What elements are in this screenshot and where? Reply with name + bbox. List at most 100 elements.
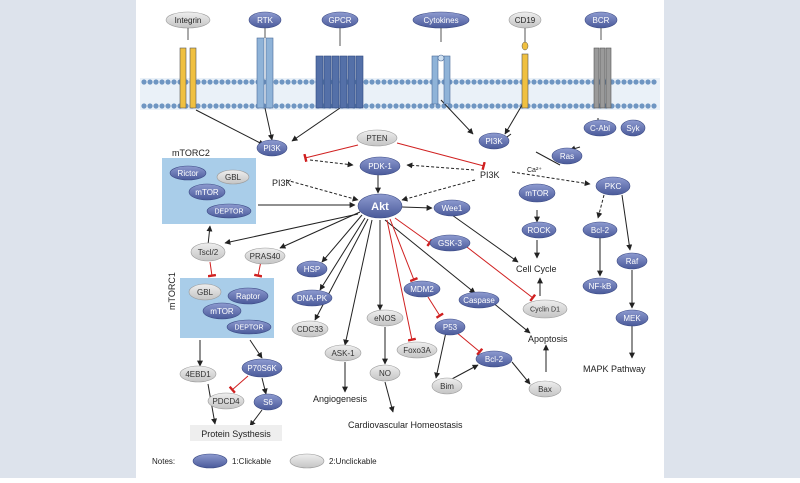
nfkb-node-label: NF-kB [589, 282, 612, 291]
mek-node-label: MEK [623, 314, 641, 323]
mek-node-shape [615, 309, 649, 327]
mtor-right-node-shape [518, 183, 556, 203]
s6-node[interactable]: S6 [253, 393, 283, 411]
pras40-node-label: PRAS40 [250, 252, 281, 261]
gsk3-node[interactable]: GSK-3 [429, 234, 471, 252]
p70s6k-node-label: P70S6K [247, 364, 277, 373]
bcr-receptor[interactable]: BCR [584, 11, 618, 109]
akt-node[interactable]: Akt [357, 193, 403, 219]
dna-pk-node-label: DNA-PK [297, 294, 328, 303]
cell-cycle-label: Cell Cycle [516, 264, 557, 274]
p53-node-shape [434, 318, 466, 336]
mtorc2-gbl-node: GBL [216, 169, 250, 185]
hsp-node[interactable]: HSP [296, 260, 328, 278]
mek-node[interactable]: MEK [615, 309, 649, 327]
mtorc2-mtor-node-shape [188, 183, 226, 201]
bim-node-label: Bim [440, 382, 454, 391]
pi3k-right-node[interactable]: PI3K [478, 132, 510, 150]
dna-pk-node[interactable]: DNA-PK [291, 289, 333, 307]
ras-node[interactable]: Ras [551, 147, 583, 165]
mapk-pathway-label: MAPK Pathway [583, 364, 646, 374]
foxo3a-node: Foxo3A [396, 341, 438, 359]
mtorc2-gbl-node-label: GBL [225, 173, 242, 182]
s6-node-label: S6 [263, 398, 273, 407]
bcl2-bottom-node-shape [475, 350, 513, 368]
mtorc1-title: mTORC1 [167, 272, 177, 310]
hsp-node-label: HSP [304, 265, 320, 274]
rtk-receptor[interactable]: RTK [248, 11, 282, 109]
mtorc2-rictor-node[interactable]: Rictor [169, 165, 207, 181]
mtor-right-node-label: mTOR [525, 189, 549, 198]
tsc12-node: Tscl/2 [190, 242, 226, 262]
caspase-node-label: Caspase [463, 296, 495, 305]
rock-node[interactable]: ROCK [521, 221, 557, 239]
integrin-receptor[interactable]: Integrin [165, 11, 211, 109]
ca2-label: Ca²⁺ [527, 167, 542, 174]
mtor-right-node[interactable]: mTOR [518, 183, 556, 203]
ask1-node: ASK-1 [324, 344, 362, 362]
cd19-receptor[interactable]: CD19 [508, 11, 542, 109]
p70s6k-node-shape [241, 358, 283, 378]
nfkb-node[interactable]: NF-kB [582, 277, 618, 295]
mtorc1-gbl-node-label: GBL [197, 288, 214, 297]
c-abl-node[interactable]: C-Abl [583, 119, 617, 137]
mtorc2-mtor-node-label: mTOR [195, 188, 219, 197]
mtorc1-deptor-node-shape [226, 319, 272, 335]
mdm2-node-label: MDM2 [410, 285, 434, 294]
wee1-node-shape [433, 199, 471, 217]
mtorc1-gbl-node: GBL [188, 283, 222, 301]
mtorc1-gbl-node-shape [188, 283, 222, 301]
pdk1-node-shape [359, 156, 401, 176]
mtorc1-deptor-node[interactable]: DEPTOR [226, 319, 272, 335]
pkc-node[interactable]: PKC [595, 176, 631, 196]
pi3k-right-node-shape [478, 132, 510, 150]
mtorc1-mtor-node[interactable]: mTOR [202, 302, 242, 320]
notes-label: Notes: [152, 457, 175, 466]
syk-node[interactable]: Syk [620, 119, 646, 137]
c-abl-node-label: C-Abl [590, 124, 610, 133]
pdk1-node[interactable]: PDK-1 [359, 156, 401, 176]
cytokines-receptor[interactable]: Cytokines [412, 11, 470, 105]
pras40-node: PRAS40 [244, 247, 286, 265]
cyclin-d1-node-shape [522, 299, 568, 319]
caspase-node[interactable]: Caspase [458, 291, 500, 309]
foxo3a-node-label: Foxo3A [403, 346, 431, 355]
mtorc1-raptor-node[interactable]: Raptor [227, 287, 269, 305]
wee1-node[interactable]: Wee1 [433, 199, 471, 217]
enos-node-shape [366, 309, 404, 327]
mdm2-node[interactable]: MDM2 [403, 280, 441, 298]
caspase-node-shape [458, 291, 500, 309]
no-node: NO [369, 364, 401, 382]
bcl2-right-node[interactable]: Bcl-2 [582, 221, 618, 239]
bcl2-bottom-node[interactable]: Bcl-2 [475, 350, 513, 368]
gsk3-node-label: GSK-3 [438, 239, 463, 248]
apoptosis-label: Apoptosis [528, 334, 568, 344]
raf-node[interactable]: Raf [616, 252, 648, 270]
mtorc1-deptor-node-label: DEPTOR [234, 324, 263, 331]
raf-node-label: Raf [626, 257, 639, 266]
dna-pk-node-shape [291, 289, 333, 307]
mtorc1-mtor-node-shape [202, 302, 242, 320]
legend-unclickable-swatch [289, 453, 325, 469]
foxo3a-node-shape [396, 341, 438, 359]
mdm2-node-shape [403, 280, 441, 298]
no-node-shape [369, 364, 401, 382]
cell-membrane [140, 78, 660, 110]
4ebd1-node: 4EBD1 [179, 365, 217, 383]
pi3k-left-node[interactable]: PI3K [256, 139, 288, 157]
mtorc2-gbl-node-shape [216, 169, 250, 185]
gsk3-node-shape [429, 234, 471, 252]
p53-node[interactable]: P53 [434, 318, 466, 336]
pten-node-label: PTEN [366, 134, 388, 143]
mtorc2-deptor-node[interactable]: DEPTOR [206, 203, 252, 219]
mtorc2-mtor-node[interactable]: mTOR [188, 183, 226, 201]
gpcr-receptor[interactable]: GPCR [315, 11, 364, 109]
pi3k-right-node-label: PI3K [485, 137, 503, 146]
protein-synthesis-label: Protein Systhesis [201, 429, 271, 439]
legend-clickable-swatch [192, 453, 228, 469]
wee1-node-label: Wee1 [442, 204, 463, 213]
bim-node-shape [431, 377, 463, 395]
s6-node-shape [253, 393, 283, 411]
p70s6k-node[interactable]: P70S6K [241, 358, 283, 378]
